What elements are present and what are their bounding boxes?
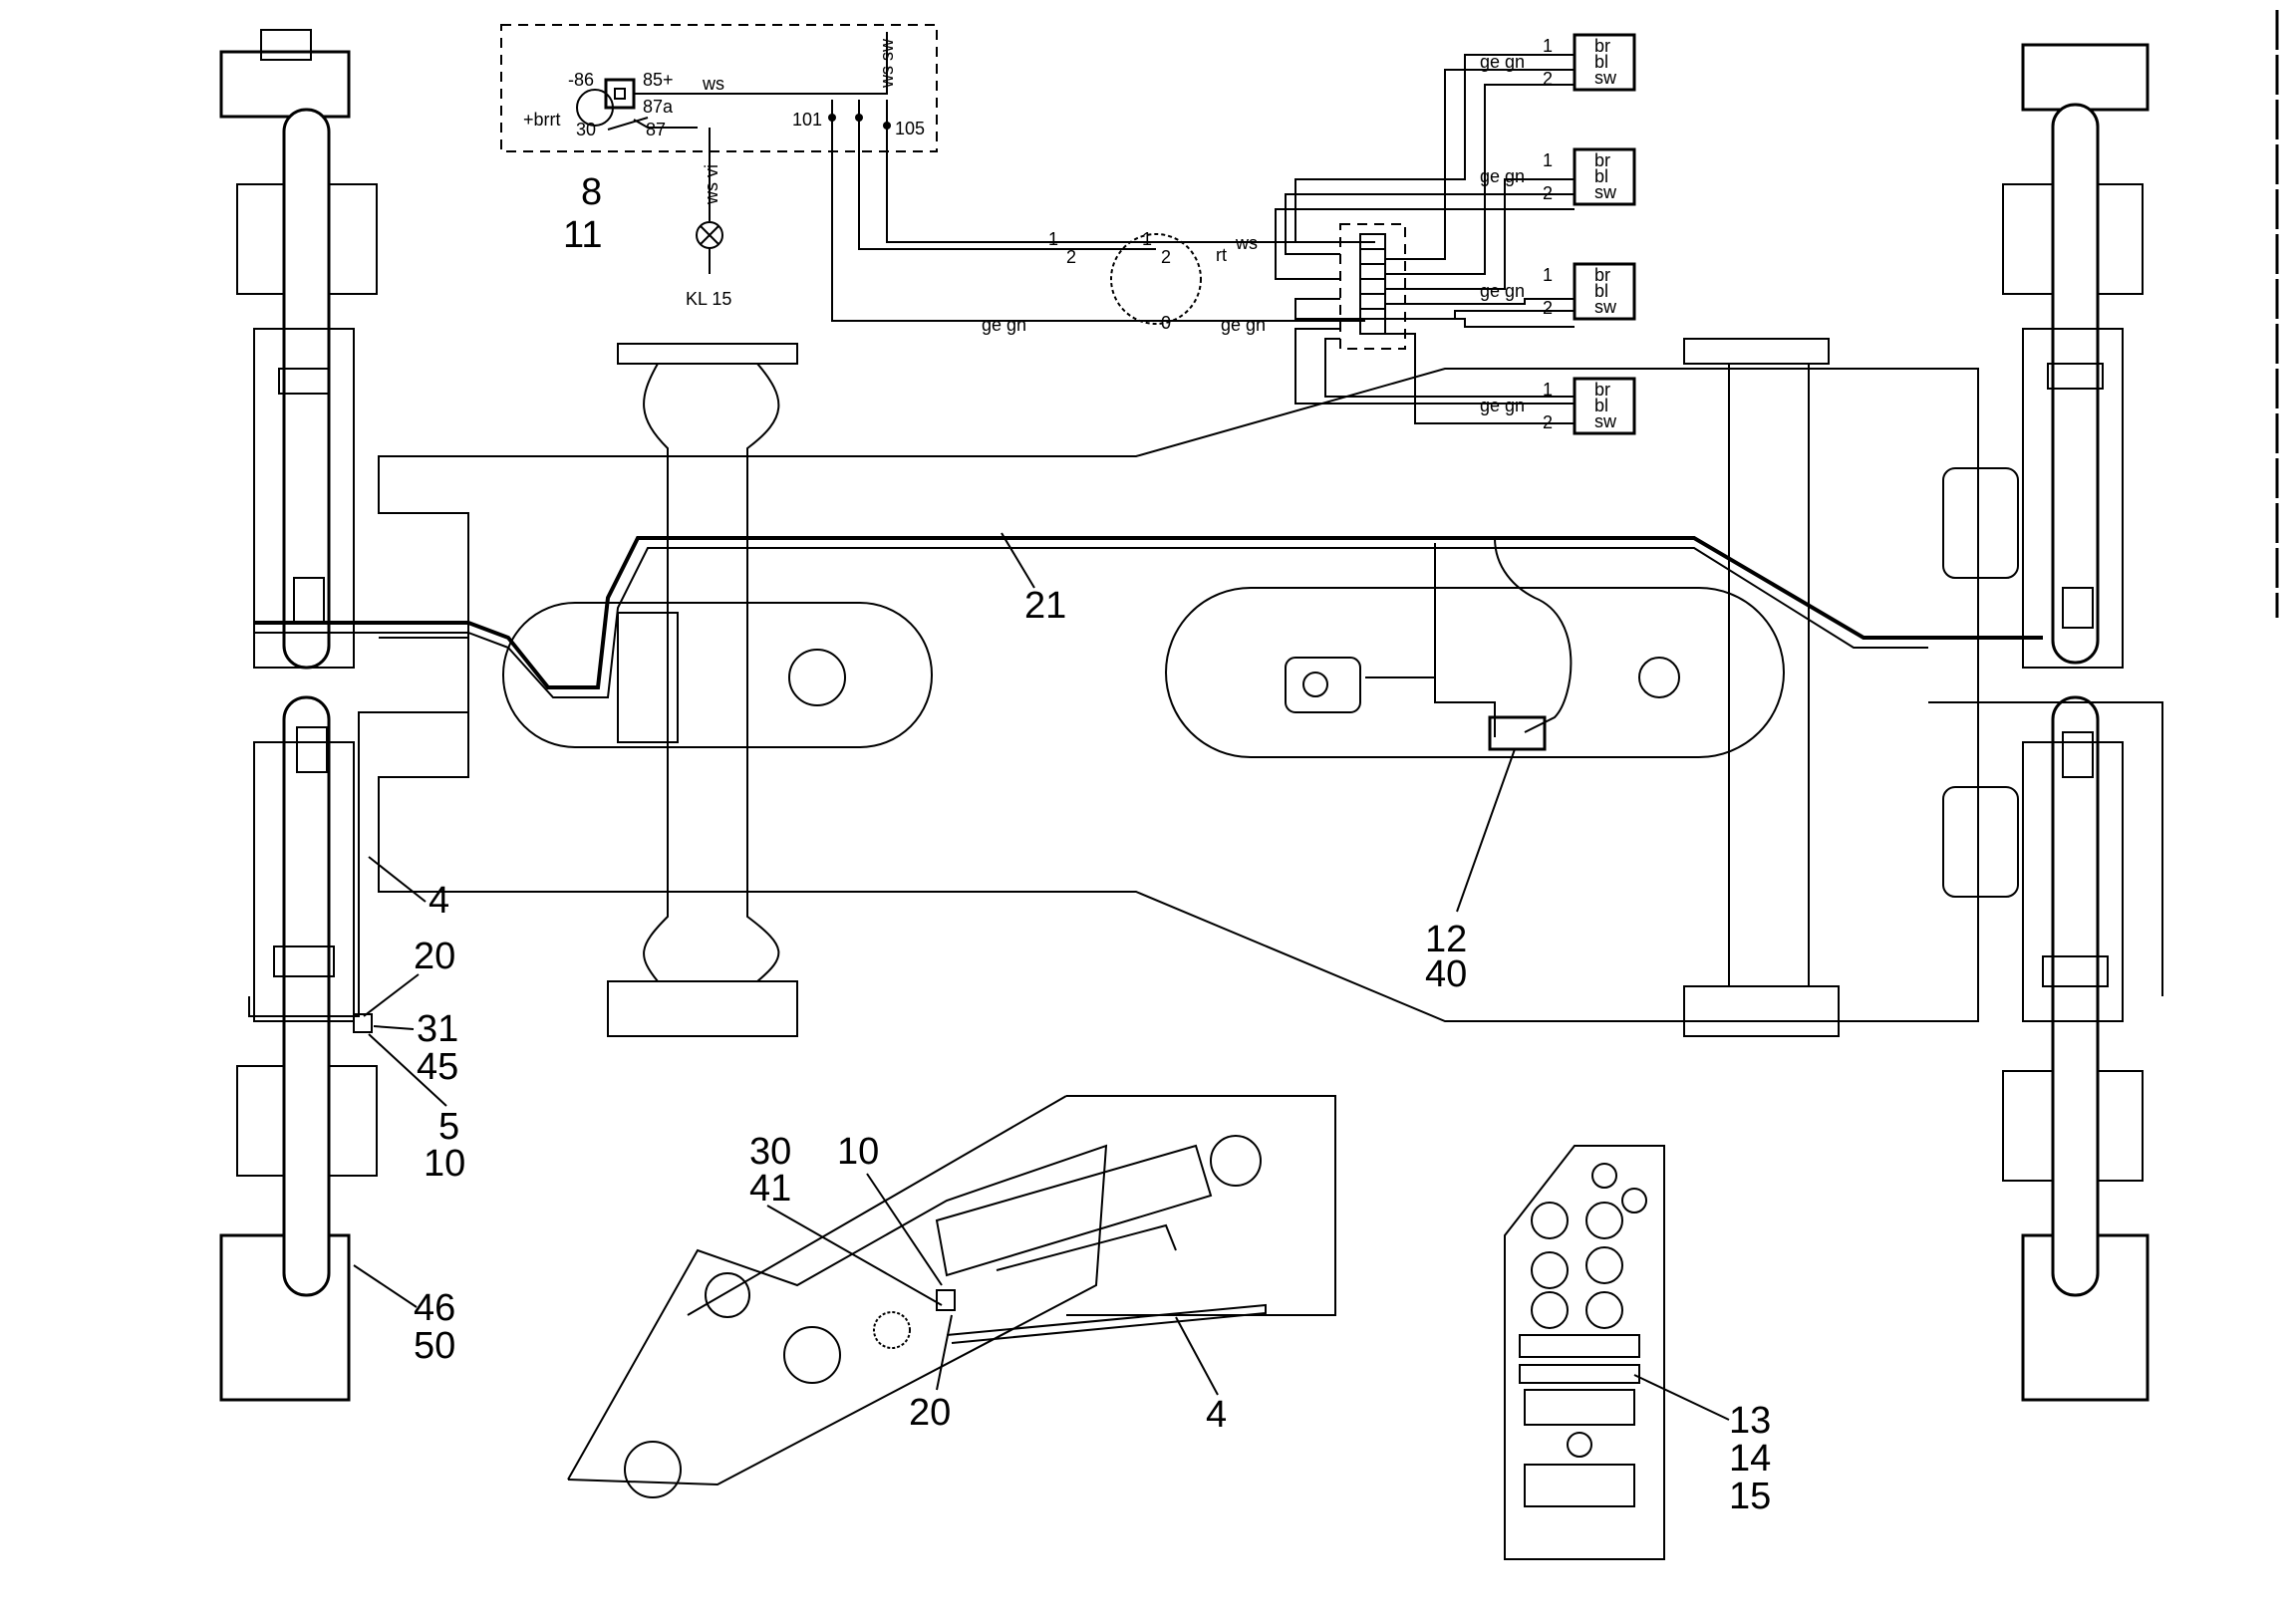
control-panel-detail [1504, 1145, 1665, 1560]
sensor-pin-1: 1 [1048, 229, 1058, 249]
connector-3: 1 ge gn 2 br bl sw [1480, 262, 1636, 321]
rear-axle [1165, 338, 1840, 1037]
sensor-pin-2: 2 [1066, 247, 1076, 267]
callout-50: 50 [414, 1325, 455, 1367]
connector-2-pin-br: br [1594, 150, 1610, 170]
loader-arm-detail [567, 1095, 1336, 1498]
connector-4-pin-br: br [1594, 380, 1610, 400]
callout-13: 13 [1729, 1400, 1771, 1442]
connector-2-p2: 2 [1543, 183, 1553, 203]
relay-terminal-87: 87 [646, 120, 666, 139]
right-front-wheel-assembly [2002, 43, 2150, 669]
callout-45: 45 [417, 1046, 458, 1088]
callout-12: 12 [1425, 919, 1467, 960]
connector-1-pin-bl: bl [1594, 52, 1608, 72]
left-rear-wheel-assembly [219, 695, 378, 1402]
callout-4-left: 4 [429, 880, 449, 922]
schematic-wiring: 1 2 1 2 0 rt ws ge gn ge gn [831, 54, 1575, 424]
connector-4-mid: ge gn [1480, 396, 1525, 415]
callout-46: 46 [414, 1287, 455, 1329]
callout-10-left: 10 [424, 1143, 465, 1185]
right-rear-wheel-assembly [2002, 695, 2150, 1402]
connector-4-p2: 2 [1543, 412, 1553, 432]
clip-icon [353, 1013, 373, 1033]
sensor-pin-0: 0 [1161, 313, 1171, 333]
callout-20-detail: 20 [909, 1392, 951, 1434]
wire-label-rt: rt [1216, 245, 1227, 265]
connector-1-pin-sw: sw [1594, 68, 1617, 88]
relay-terminal-30: 30 [576, 120, 596, 139]
callout-8: 8 [581, 171, 602, 213]
connector-3-mid: ge gn [1480, 281, 1525, 301]
connector-3-p2: 2 [1543, 298, 1553, 318]
connector-3-pin-br: br [1594, 265, 1610, 285]
connector-3-pin-sw: sw [1594, 297, 1617, 317]
wire-label-gegn-left: ge gn [982, 315, 1026, 335]
callout-20-left: 20 [414, 936, 455, 977]
relay-terminal-85: 85+ [643, 70, 674, 90]
hydraulic-valve-icon [1285, 657, 1361, 713]
connector-2-pin-sw: sw [1594, 182, 1617, 202]
front-axle [502, 343, 933, 1037]
connector-2: 1 ge gn 2 br bl sw [1480, 147, 1636, 206]
cable-harness [254, 536, 2163, 996]
callout-31: 31 [417, 1008, 458, 1050]
speed-sensor-coil-icon [1110, 233, 1202, 325]
sensor-pin-2b: 2 [1161, 247, 1171, 267]
label-kl15: KL 15 [686, 289, 731, 309]
callout-30: 30 [749, 1131, 791, 1173]
wire-label-wssw: ws sw [877, 38, 897, 89]
connector-1-pin-br: br [1594, 36, 1610, 56]
connector-2-pin-bl: bl [1594, 166, 1608, 186]
connector-4-pin-sw: sw [1594, 411, 1617, 431]
connector-1: 1 ge gn 2 br bl sw [1480, 33, 1636, 92]
wire-label-gegn-right: ge gn [1221, 315, 1266, 335]
connector-3-pin-bl: bl [1594, 281, 1608, 301]
connector-1-p1: 1 [1543, 36, 1553, 56]
callout-14: 14 [1729, 1438, 1771, 1480]
callout-5: 5 [438, 1106, 459, 1148]
relay-terminal-87a: 87a [643, 97, 674, 117]
sensor-pin-1b: 1 [1142, 229, 1152, 249]
connector-1-mid: ge gn [1480, 52, 1525, 72]
wire-label-ws-top: ws [702, 74, 724, 94]
control-module [1488, 715, 1547, 751]
terminal-101: 101 [792, 110, 822, 130]
callout-4-detail: 4 [1206, 1394, 1227, 1436]
connector-2-p1: 1 [1543, 150, 1553, 170]
callout-21: 21 [1024, 585, 1066, 627]
connector-3-p1: 1 [1543, 265, 1553, 285]
callout-41: 41 [749, 1168, 791, 1210]
left-front-wheel-assembly [219, 29, 378, 670]
connector-4-p1: 1 [1543, 380, 1553, 400]
junction-box [1339, 223, 1406, 350]
relay-terminal-86: -86 [568, 70, 594, 90]
connector-2-mid: ge gn [1480, 166, 1525, 186]
connector-4: 1 ge gn 2 br bl sw [1480, 377, 1636, 435]
callout-15: 15 [1729, 1476, 1771, 1517]
wire-label-brrt: +brrt [523, 110, 561, 130]
chassis-frame [378, 368, 2019, 1022]
wire-label-ws: ws [1235, 233, 1258, 253]
connector-4-pin-bl: bl [1594, 396, 1608, 415]
relay-schematic-box: -86 85+ 87a 30 87 +brrt ws ws sw 101 105… [500, 24, 938, 309]
callout-11: 11 [563, 214, 602, 256]
terminal-105: 105 [895, 119, 925, 138]
connector-1-p2: 2 [1543, 69, 1553, 89]
callout-40: 40 [1425, 953, 1467, 995]
callout-10-detail: 10 [837, 1131, 879, 1173]
wire-label-wsvi: ws vi [702, 164, 721, 205]
